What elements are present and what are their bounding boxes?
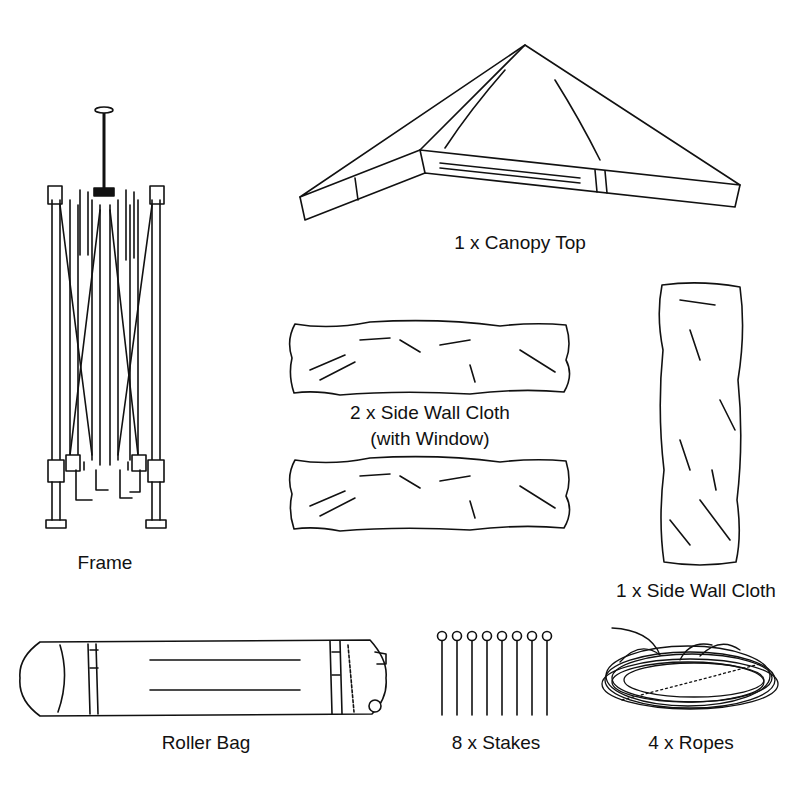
roller-bag-drawing — [20, 640, 386, 716]
part-label: 1 x Canopy Top — [390, 230, 650, 256]
side-wall-drawing — [659, 283, 742, 565]
side-wall-drawings — [290, 321, 570, 531]
part-label: Frame — [45, 550, 165, 576]
frame-drawing — [46, 107, 166, 528]
part-label: 2 x Side Wall Cloth (with Window) — [332, 400, 528, 452]
part-label: 4 x Ropes — [611, 730, 771, 756]
part-label: 1 x Side Wall Cloth — [596, 578, 796, 604]
canopy-top-drawing — [300, 45, 740, 220]
part-label: 8 x Stakes — [416, 730, 576, 756]
part-label: Roller Bag — [106, 730, 306, 756]
stakes-drawing — [438, 632, 552, 716]
ropes-drawing — [602, 628, 778, 709]
